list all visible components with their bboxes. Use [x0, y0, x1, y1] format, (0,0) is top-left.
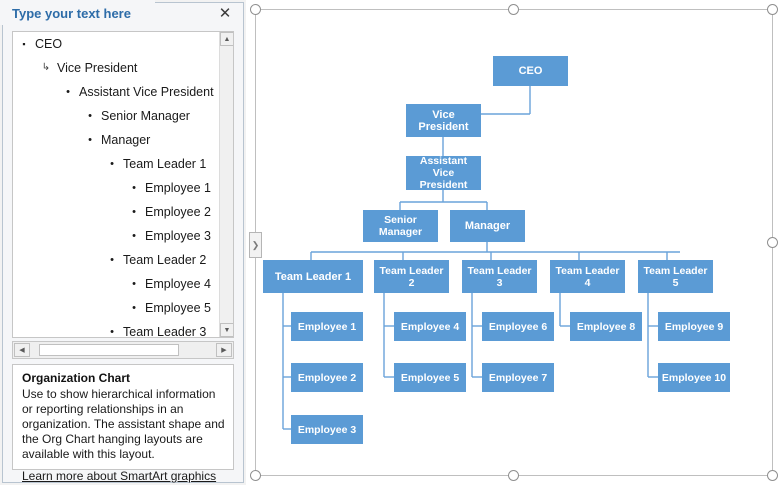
bullet-dot-icon: •: [110, 326, 114, 338]
node-team-leader-3[interactable]: Team Leader 3: [462, 260, 537, 293]
bullet-row[interactable]: • Team Leader 1: [13, 152, 221, 176]
text-pane-title: Type your text here: [12, 6, 131, 21]
text-pane-toggle-icon[interactable]: ❯: [249, 232, 262, 258]
node-team-leader-5[interactable]: Team Leader 5: [638, 260, 713, 293]
vertical-scrollbar[interactable]: ▲ ▼: [219, 32, 233, 337]
scroll-down-icon[interactable]: ▼: [220, 323, 233, 337]
bullet-row[interactable]: • Employee 3: [13, 224, 221, 248]
smartart-canvas[interactable]: CEO Vice President Assistant Vice Presid…: [255, 9, 773, 476]
node-employee-8[interactable]: Employee 8: [570, 312, 642, 341]
layout-description: Organization Chart Use to show hierarchi…: [12, 364, 234, 483]
node-employee-1[interactable]: Employee 1: [291, 312, 363, 341]
node-employee-6[interactable]: Employee 6: [482, 312, 554, 341]
resize-handle-bottom-center[interactable]: [508, 470, 519, 481]
bullet-row[interactable]: ↳ Vice President: [13, 56, 221, 80]
bullet-label: Team Leader 3: [123, 325, 207, 338]
bullet-label: CEO: [35, 37, 63, 51]
bullet-row[interactable]: • Employee 2: [13, 200, 221, 224]
node-employee-4[interactable]: Employee 4: [394, 312, 466, 341]
node-team-leader-1[interactable]: Team Leader 1: [263, 260, 363, 293]
node-employee-5[interactable]: Employee 5: [394, 363, 466, 392]
node-employee-7[interactable]: Employee 7: [482, 363, 554, 392]
bullet-dot-icon: •: [110, 254, 114, 266]
layout-description-body: Use to show hierarchical information or …: [22, 387, 225, 461]
node-employee-2[interactable]: Employee 2: [291, 363, 363, 392]
bullet-assistant-arrow-icon: ↳: [41, 62, 51, 73]
resize-handle-top-right[interactable]: [767, 4, 778, 15]
bullet-dot-icon: •: [88, 134, 92, 146]
bullet-dot-icon: •: [132, 278, 136, 290]
bullet-label: Employee 3: [145, 229, 212, 243]
resize-handle-bottom-right[interactable]: [767, 470, 778, 481]
bullet-label: Employee 1: [145, 181, 212, 195]
bullet-row[interactable]: • Employee 4: [13, 272, 221, 296]
bullet-row[interactable]: ▪ CEO: [13, 32, 221, 56]
node-manager[interactable]: Manager: [450, 210, 525, 242]
bullet-row[interactable]: • Assistant Vice President: [13, 80, 221, 104]
node-ceo[interactable]: CEO: [493, 56, 568, 86]
bullet-label: Employee 4: [145, 277, 212, 291]
node-employee-9[interactable]: Employee 9: [658, 312, 730, 341]
resize-handle-top-left[interactable]: [250, 4, 261, 15]
bullet-label: Employee 2: [145, 205, 212, 219]
text-pane-list[interactable]: ▪ CEO ↳ Vice President • Assistant Vice Presi…: [12, 31, 234, 338]
node-senior-manager[interactable]: Senior Manager: [363, 210, 438, 242]
bullet-label: Team Leader 1: [123, 157, 207, 171]
bullet-dot-icon: •: [110, 158, 114, 170]
scroll-left-icon[interactable]: ◀: [14, 343, 30, 357]
bullet-dot-icon: •: [132, 302, 136, 314]
bullet-label: Senior Manager: [101, 109, 190, 123]
bullet-row[interactable]: • Manager: [13, 128, 221, 152]
scroll-right-icon[interactable]: ▶: [216, 343, 232, 357]
smartart-nodes: CEO Vice President Assistant Vice Presid…: [256, 10, 772, 475]
bullet-list: ▪ CEO ↳ Vice President • Assistant Vice Presi…: [13, 32, 221, 337]
node-vice-president[interactable]: Vice President: [406, 104, 481, 137]
node-employee-10[interactable]: Employee 10: [658, 363, 730, 392]
layout-description-title: Organization Chart: [22, 371, 131, 385]
bullet-square-icon: ▪: [22, 39, 26, 49]
bullet-row[interactable]: • Team Leader 3: [13, 320, 221, 338]
bullet-dot-icon: •: [132, 230, 136, 242]
text-pane: Type your text here ✕ ▪ CEO ↳ Vice Presiden…: [0, 0, 246, 485]
node-assistant-vice-president[interactable]: Assistant Vice President: [406, 155, 481, 191]
scroll-up-icon[interactable]: ▲: [220, 32, 233, 46]
text-pane-tab: [0, 0, 155, 25]
bullet-label: Manager: [101, 133, 151, 147]
horizontal-scrollbar[interactable]: ◀ ▶: [12, 341, 234, 359]
horizontal-scroll-thumb[interactable]: [39, 344, 179, 356]
resize-handle-middle-right[interactable]: [767, 237, 778, 248]
bullet-label: Assistant Vice President: [79, 85, 214, 99]
bullet-dot-icon: •: [132, 206, 136, 218]
bullet-row[interactable]: • Employee 1: [13, 176, 221, 200]
close-icon[interactable]: ✕: [218, 5, 232, 22]
bullet-label: Team Leader 2: [123, 253, 207, 267]
resize-handle-top-center[interactable]: [508, 4, 519, 15]
node-employee-3[interactable]: Employee 3: [291, 415, 363, 444]
text-pane-header: Type your text here ✕: [2, 0, 242, 28]
bullet-label: Employee 5: [145, 301, 212, 315]
node-team-leader-4[interactable]: Team Leader 4: [550, 260, 625, 293]
bullet-dot-icon: •: [66, 86, 70, 98]
bullet-row[interactable]: • Team Leader 2: [13, 248, 221, 272]
learn-more-link[interactable]: Learn more about SmartArt graphics: [22, 469, 217, 483]
bullet-label: Vice President: [57, 61, 138, 75]
bullet-dot-icon: •: [88, 110, 92, 122]
node-team-leader-2[interactable]: Team Leader 2: [374, 260, 449, 293]
resize-handle-bottom-left[interactable]: [250, 470, 261, 481]
bullet-row[interactable]: • Senior Manager: [13, 104, 221, 128]
bullet-row[interactable]: • Employee 5: [13, 296, 221, 320]
bullet-dot-icon: •: [132, 182, 136, 194]
